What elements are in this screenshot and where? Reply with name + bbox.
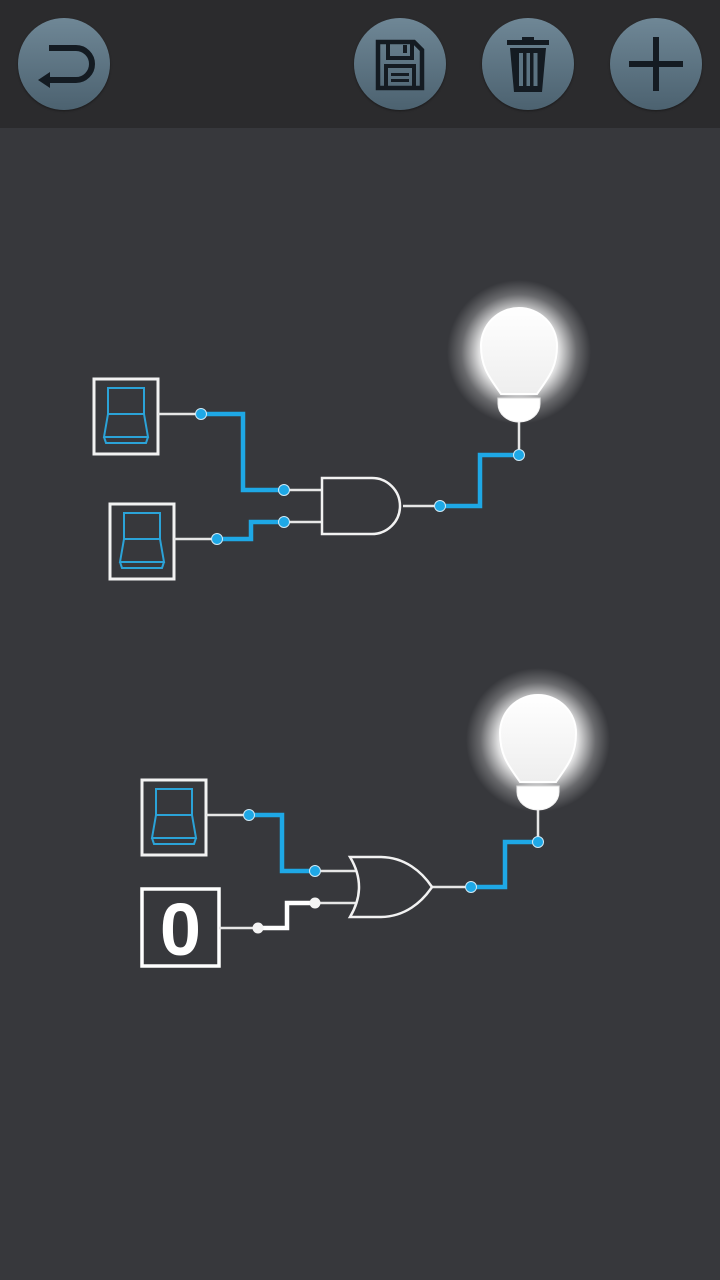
wire-node <box>243 809 255 821</box>
add-button[interactable] <box>610 18 702 110</box>
switch-on-icon <box>102 387 150 444</box>
and-gate[interactable] <box>320 476 402 536</box>
input-switch-1[interactable] <box>92 377 160 456</box>
wire-node <box>465 881 477 893</box>
floppy-disk-icon <box>375 39 425 91</box>
wire-node <box>278 484 290 496</box>
wire-node <box>309 897 321 909</box>
inactive-wire <box>258 900 315 931</box>
wire-node <box>278 516 290 528</box>
circuit-diagram: 0 <box>92 280 610 971</box>
or-circuit: 0 <box>140 668 610 971</box>
light-bulb-2[interactable] <box>466 668 610 812</box>
circuit-canvas[interactable]: 0 <box>0 128 720 1280</box>
active-wires <box>201 411 519 542</box>
active-wires <box>249 812 538 890</box>
trash-can-icon <box>507 37 549 92</box>
wire-node <box>309 865 321 877</box>
undo-button[interactable] <box>18 18 110 110</box>
wire-node <box>513 449 525 461</box>
save-button[interactable] <box>354 18 446 110</box>
or-gate[interactable] <box>347 855 434 919</box>
light-bulb-lit-icon <box>498 694 578 811</box>
wire-node <box>434 500 446 512</box>
constant-zero-input[interactable]: 0 <box>140 887 221 971</box>
input-switch-3[interactable] <box>140 778 208 857</box>
plus-icon <box>629 37 683 91</box>
wire-node <box>252 922 264 934</box>
input-switch-2[interactable] <box>108 502 176 581</box>
constant-value: 0 <box>160 888 201 971</box>
switch-on-icon <box>118 512 166 569</box>
undo-arrow-icon <box>38 45 95 88</box>
wire-node <box>195 408 207 420</box>
switch-on-icon <box>150 788 198 845</box>
light-bulb-lit-icon <box>479 307 559 423</box>
toolbar <box>0 0 720 128</box>
delete-button[interactable] <box>482 18 574 110</box>
light-bulb-1[interactable] <box>447 280 591 424</box>
and-circuit <box>92 280 591 581</box>
wire-node <box>211 533 223 545</box>
wire-node <box>532 836 544 848</box>
